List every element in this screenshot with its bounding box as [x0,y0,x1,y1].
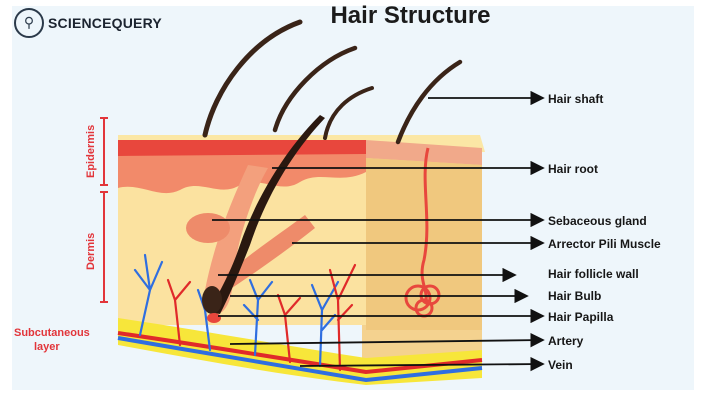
label-arrector-pili-muscle: Arrector Pili Muscle [548,237,661,251]
label-hair-root: Hair root [548,162,598,176]
label-hair-shaft: Hair shaft [548,92,603,106]
label-artery: Artery [548,334,584,348]
dermis-label: Dermis [85,233,97,270]
hair-shafts [205,22,460,142]
epidermis-top-band [118,140,366,156]
subcutaneous-label-line2: layer [34,341,60,353]
label-hair-bulb: Hair Bulb [548,289,601,303]
layer-brackets [100,118,108,302]
label-vein: Vein [548,358,573,372]
label-hair-follicle-wall: Hair follicle wall [548,267,639,281]
hair-papilla-shape [207,313,221,323]
epidermis-label: Epidermis [85,125,97,178]
label-sebaceous-gland: Sebaceous gland [548,214,647,228]
sebaceous-gland-shape [186,213,230,243]
label-hair-papilla: Hair Papilla [548,310,614,324]
subcutaneous-label-line1: Subcutaneous [14,327,90,339]
hair-bulb-shape [202,286,222,314]
